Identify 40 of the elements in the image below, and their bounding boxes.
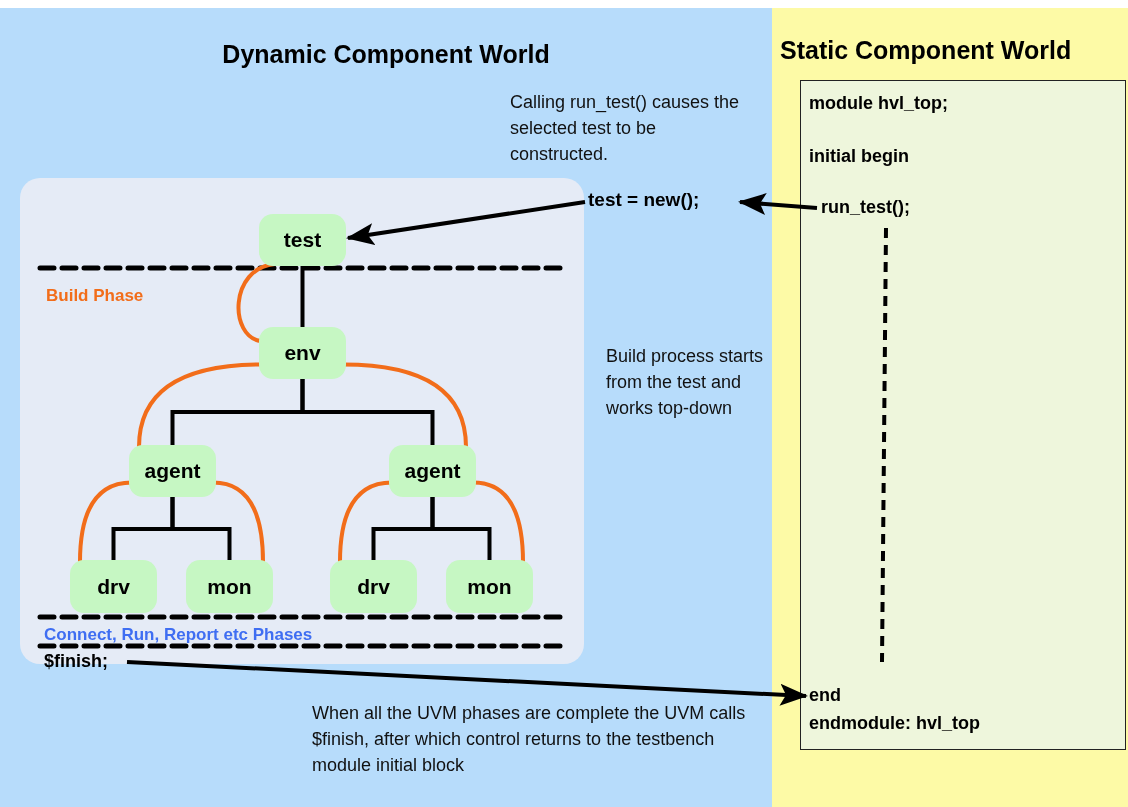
component-box	[70, 560, 157, 613]
phase-label: Connect, Run, Report etc Phases	[44, 624, 313, 646]
annotation-text: Build process starts from the test and works top-down	[606, 345, 765, 421]
component-box	[446, 560, 533, 613]
phase-label: Build Phase	[46, 285, 144, 307]
component-label: env	[283, 341, 322, 365]
hierarchy-line	[300, 379, 435, 445]
hierarchy-line	[170, 497, 232, 560]
component-label: drv	[96, 574, 131, 599]
panel-title: Dynamic Component World	[222, 40, 550, 69]
component-label: agent	[403, 459, 462, 483]
code-line: module hvl_top;	[809, 93, 948, 114]
code-box	[800, 80, 1126, 750]
code-line: run_test();	[821, 197, 910, 218]
component-label: test	[282, 228, 323, 252]
hierarchy-line	[430, 497, 492, 560]
component-box	[129, 445, 216, 497]
component-label: mon	[466, 574, 513, 599]
component-box	[389, 445, 476, 497]
code-line: test = new();	[588, 189, 700, 211]
component-box	[259, 327, 346, 379]
component-label: mon	[206, 574, 253, 599]
code-line: $finish;	[44, 651, 108, 672]
arrow	[346, 200, 586, 245]
arrow	[738, 193, 818, 215]
panel-title: Static Component World	[780, 36, 1072, 65]
component-label: agent	[143, 459, 202, 483]
panel-background	[0, 8, 772, 807]
annotation-text: Calling run_test() causes the selected test to be constructed.	[510, 91, 741, 167]
component-box	[186, 560, 273, 613]
hierarchy-line	[300, 266, 305, 327]
arrow	[126, 660, 808, 706]
code-line: end	[809, 685, 841, 706]
component-box	[259, 214, 346, 266]
panel-background	[772, 8, 1128, 807]
annotation-text: When all the UVM phases are complete the UVM calls $finish, after which control returns to the testbench module initial block	[312, 702, 747, 778]
code-line: initial begin	[809, 146, 909, 167]
component-box	[330, 560, 417, 613]
code-line: endmodule: hvl_top	[809, 713, 980, 734]
component-label: drv	[356, 574, 391, 599]
